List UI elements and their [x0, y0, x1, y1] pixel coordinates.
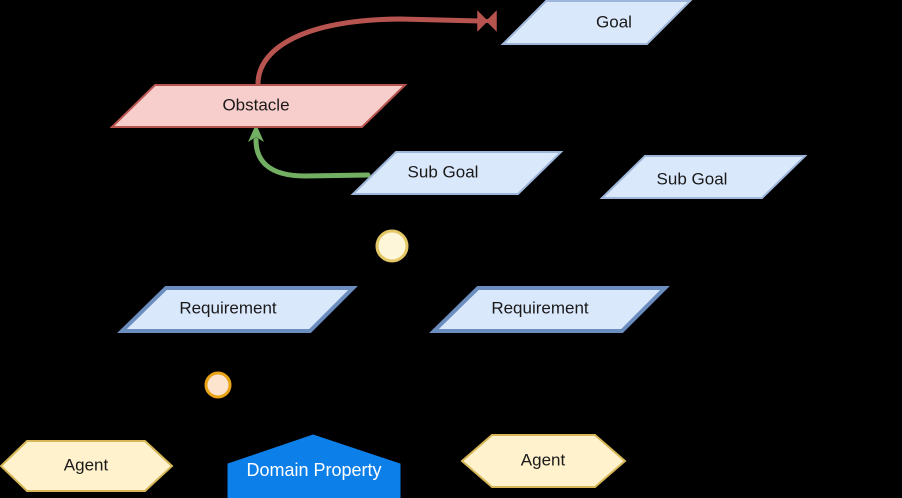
node-domain-property[interactable]: Domain Property — [227, 434, 401, 498]
agent-1-shape[interactable] — [0, 440, 174, 492]
node-obstacle[interactable]: Obstacle — [109, 84, 408, 128]
requirement-1-shape[interactable] — [117, 286, 358, 333]
resolution-edge-path[interactable] — [253, 137, 371, 179]
edge-obstruction-link[interactable] — [255, 10, 497, 87]
node-subgoal-1[interactable]: Sub Goal — [350, 151, 564, 195]
obstacle-shape[interactable] — [109, 84, 408, 128]
refinement-layer — [204, 229, 409, 399]
resolution-arrowhead — [248, 124, 264, 142]
requirement-2-shape[interactable] — [429, 286, 670, 333]
subgoal-1-shape[interactable] — [350, 151, 564, 195]
subgoal-2-shape[interactable] — [599, 155, 808, 199]
obstruction-cross-marker — [477, 10, 497, 32]
node-agent-2[interactable]: Agent — [460, 434, 627, 488]
agent-2-shape[interactable] — [460, 434, 627, 488]
node-goal[interactable]: Goal — [500, 0, 693, 45]
node-agent-1[interactable]: Agent — [0, 440, 174, 492]
goal-shape[interactable] — [500, 0, 693, 45]
edge-resolution-link[interactable] — [248, 124, 371, 179]
refinement-circle-lower[interactable] — [204, 371, 232, 399]
node-subgoal-2[interactable]: Sub Goal — [599, 155, 808, 199]
node-requirement-2[interactable]: Requirement — [429, 286, 670, 333]
node-requirement-1[interactable]: Requirement — [117, 286, 358, 333]
obstruction-edge-path[interactable] — [255, 16, 483, 87]
refinement-circle-upper[interactable] — [375, 229, 409, 263]
domain-property-shape[interactable] — [227, 434, 401, 498]
edge-layer — [248, 10, 497, 179]
